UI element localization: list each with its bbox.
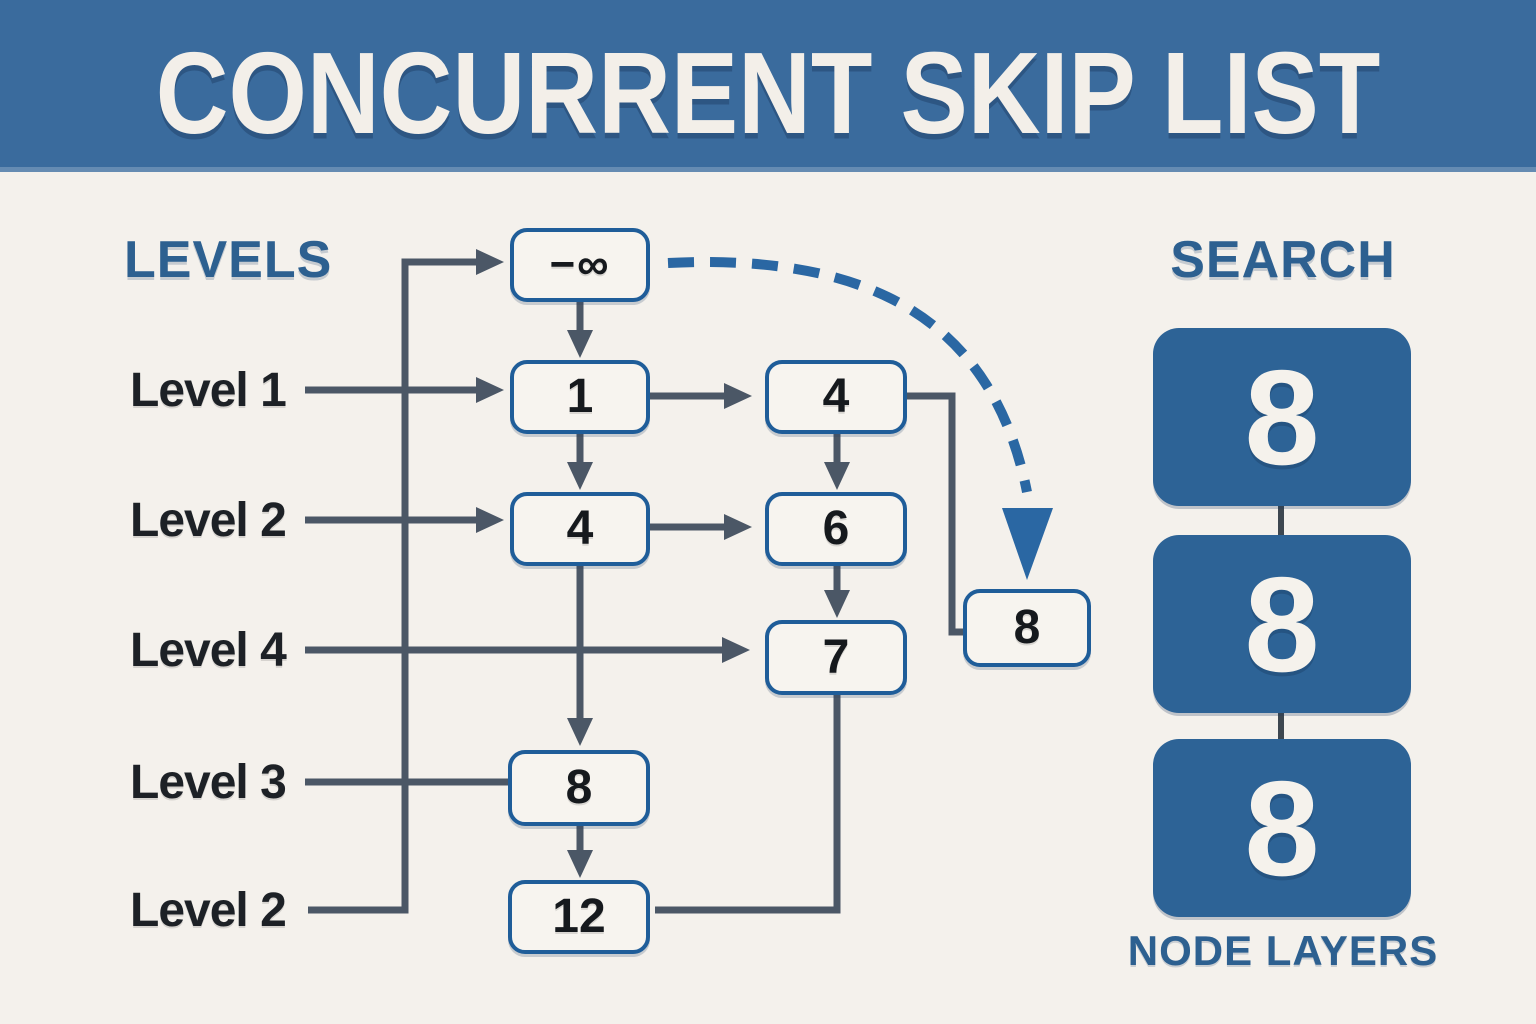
search-heading-wrap: SEARCH (1103, 234, 1463, 286)
edge-7-to-12-elbow (655, 695, 841, 914)
level-label-5: Level 2 (130, 884, 287, 937)
skiplist-node-4-right: 4 (765, 360, 907, 434)
search-layer-value: 8 (1244, 341, 1320, 493)
page-title: CONCURRENT SKIP LIST (155, 28, 1381, 159)
skiplist-node-8-search-target: 8 (963, 589, 1091, 667)
node-value: 1 (566, 370, 594, 423)
node-value: 8 (1013, 601, 1041, 654)
node-value: 4 (822, 370, 850, 423)
skiplist-arrows (576, 302, 963, 914)
levels-heading: LEVELS (124, 231, 333, 289)
skiplist-node-8-left: 8 (508, 750, 650, 826)
skiplist-node-1: 1 (510, 360, 650, 434)
skiplist-node-12: 12 (508, 880, 650, 954)
skiplist-node-neg-infinity: −∞ (510, 228, 650, 302)
skiplist-node-6: 6 (765, 492, 907, 566)
search-arc-arrowhead (1002, 508, 1053, 580)
search-layer-box-1: 8 (1153, 328, 1411, 506)
search-layer-box-3: 8 (1153, 739, 1411, 917)
skiplist-node-7: 7 (765, 620, 907, 695)
node-value: 12 (552, 890, 606, 943)
search-arc-dashed-curve (667, 257, 1032, 493)
edge-4right-to-8target-elbow (907, 392, 963, 636)
search-heading: SEARCH (1170, 231, 1396, 289)
level-trunk-and-lines (305, 258, 724, 914)
node-layers-caption: NODE LAYERS (1127, 927, 1439, 974)
search-path-arc (667, 257, 1053, 580)
level-label-2: Level 2 (130, 494, 287, 547)
header-banner: CONCURRENT SKIP LIST (0, 0, 1536, 172)
level-label-3: Level 4 (130, 624, 287, 677)
arrowheads (476, 249, 850, 878)
search-layer-box-2: 8 (1153, 535, 1411, 713)
search-layer-value: 8 (1244, 548, 1320, 700)
node-value: 8 (565, 761, 593, 814)
search-layer-value: 8 (1244, 752, 1320, 904)
level-label-1: Level 1 (130, 364, 287, 417)
node-value: 6 (822, 502, 850, 555)
trunk-line (308, 258, 478, 914)
node-value: 7 (822, 630, 850, 684)
node-value: 4 (566, 502, 594, 555)
level-label-4: Level 3 (130, 756, 287, 809)
node-value: −∞ (549, 240, 611, 289)
skiplist-node-4-left: 4 (510, 492, 650, 566)
